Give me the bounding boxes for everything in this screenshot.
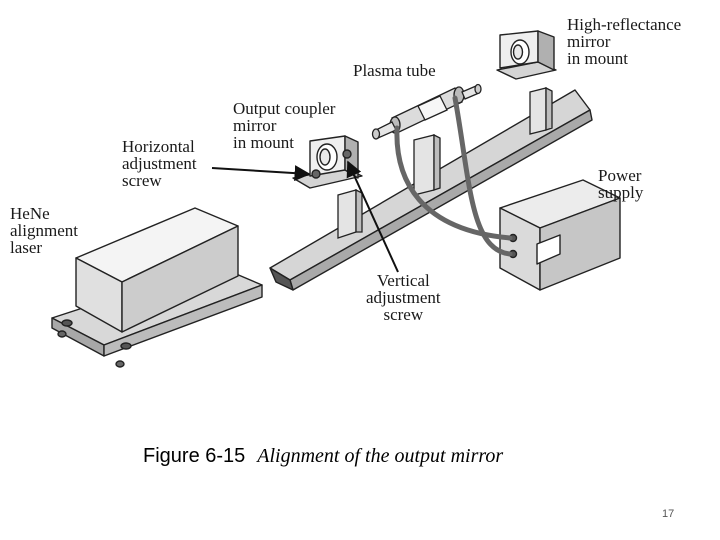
label-line: Vertical (376, 271, 430, 290)
page-number: 17 (662, 508, 675, 520)
label-line: mirror (233, 116, 277, 135)
pointer-arrows (211, 160, 399, 273)
rail-posts (337, 86, 553, 239)
label-line: Horizontal (122, 137, 195, 156)
label-line: adjustment (366, 288, 441, 307)
figure-number: Figure 6-15 (143, 445, 246, 467)
label-horizontal-screw: Horizontal adjustment screw (122, 138, 197, 189)
label-line: mirror (567, 32, 611, 51)
label-hene-laser: HeNe alignment laser (10, 205, 78, 256)
figure-caption-text: Alignment of the output mirror (257, 445, 504, 467)
label-line: Output coupler (233, 99, 336, 118)
label-line: laser (10, 238, 43, 257)
label-line: adjustment (122, 154, 197, 173)
label-line: supply (598, 183, 644, 202)
label-line: HeNe (10, 204, 50, 223)
high-reflectance-mount (496, 30, 557, 80)
hene-laser (51, 207, 263, 368)
plasma-tube (371, 83, 482, 140)
label-vertical-screw: Vertical adjustment screw (366, 272, 441, 323)
power-cables (394, 95, 513, 257)
label-line: alignment (10, 221, 78, 240)
label-line: Power (598, 166, 642, 185)
label-line: screw (383, 305, 424, 324)
power-supply (499, 179, 621, 291)
label-high-reflectance: High-reflectance mirror in mount (567, 16, 681, 67)
label-power-supply: Power supply (598, 167, 643, 201)
label-plasma-tube: Plasma tube (353, 62, 436, 79)
label-output-coupler: Output coupler mirror in mount (233, 100, 335, 151)
label-line: in mount (233, 133, 294, 152)
label-line: in mount (567, 49, 628, 68)
label-line: screw (122, 171, 162, 190)
label-line: Plasma tube (353, 61, 436, 80)
label-line: High-reflectance (567, 15, 682, 34)
figure-caption: Figure 6-15 Alignment of the output mirro… (143, 445, 503, 468)
